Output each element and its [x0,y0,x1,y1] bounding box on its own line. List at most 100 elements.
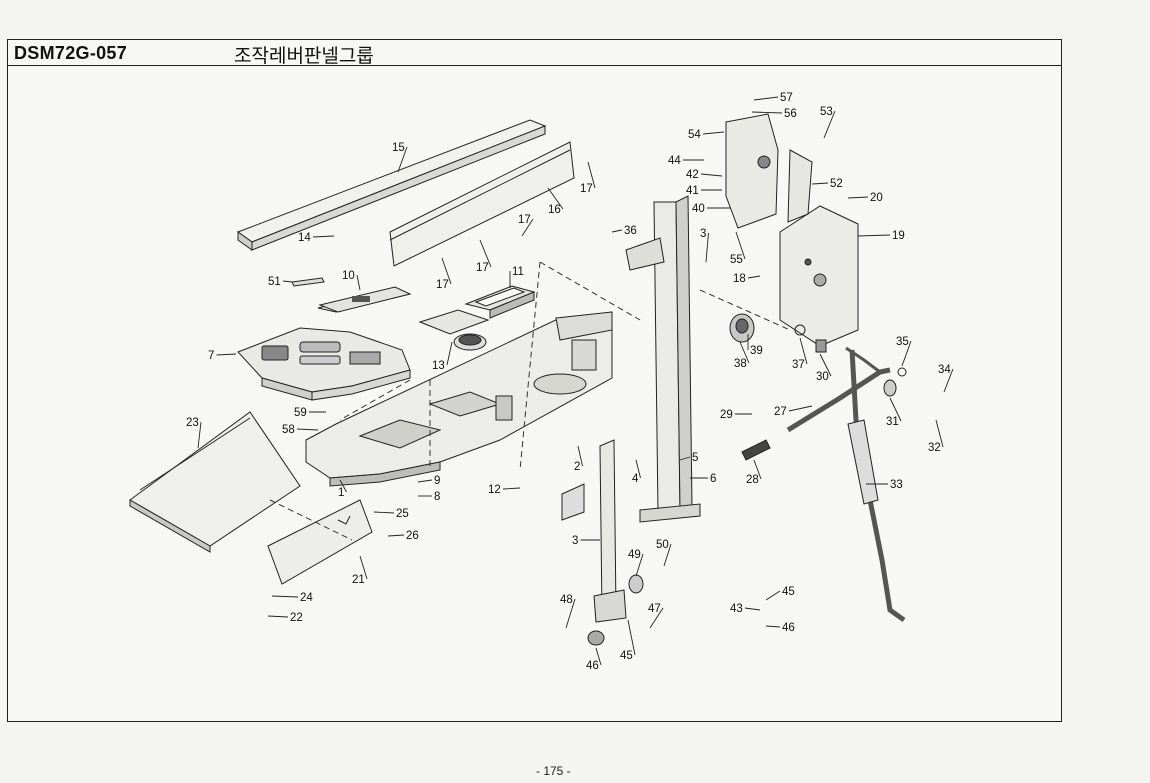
leader-line-c52 [811,182,829,185]
leader-line-c18 [747,275,761,279]
bracket-part-19 [779,205,859,347]
leader-line-c45a [765,590,781,601]
leader-line-c27 [788,405,813,412]
callout-label-c29: 29 [720,409,733,421]
callout-label-c18: 18 [733,273,746,285]
leader-line-c1 [339,479,347,493]
callout-label-c17c: 17 [476,262,489,274]
callout-label-c4: 4 [632,473,639,485]
leader-line-c20 [847,196,869,199]
callout-label-c12: 12 [488,484,501,496]
leader-line-c38 [739,341,750,364]
callout-label-c26: 26 [406,530,419,542]
leader-line-c14 [312,235,335,238]
callout-label-c51: 51 [268,276,281,288]
callout-label-c20: 20 [870,192,883,204]
callout-label-c45a: 45 [782,586,795,598]
callout-label-c17b: 17 [518,214,531,226]
ring-part-37 [794,324,806,336]
leader-line-c36 [611,229,623,233]
leader-line-c16 [547,187,564,210]
leader-line-c50 [663,543,672,567]
main-frame-part-1 [305,311,613,487]
callout-label-c27: 27 [774,406,787,418]
callout-label-c13: 13 [432,360,445,372]
washer-part-31 [883,379,897,397]
callout-label-c22: 22 [290,612,303,624]
callout-label-c28: 28 [746,474,759,486]
leader-line-c21 [359,555,368,580]
leader-line-c17c [479,239,492,268]
callout-label-c43: 43 [730,603,743,615]
callout-label-c38: 38 [734,358,747,370]
leader-line-c51 [282,280,293,283]
callout-label-c56: 56 [784,108,797,120]
washer-part-49 [628,574,644,594]
callout-label-c14: 14 [298,232,311,244]
plate-part-52 [787,149,813,223]
callout-label-c46a: 46 [782,622,795,634]
callout-label-c33: 33 [890,479,903,491]
callout-label-c21: 21 [352,574,365,586]
leader-line-c19 [857,234,891,237]
bushing-part-38 [729,313,755,343]
callout-label-c37: 37 [792,359,805,371]
callout-label-c46b: 46 [586,660,599,672]
handle-part-28 [741,439,771,461]
callout-label-c7: 7 [208,350,214,362]
callout-label-c41: 41 [686,185,699,197]
leader-line-c34 [943,368,954,393]
rail-part-14 [236,119,547,251]
leader-line-c48 [565,598,576,629]
leader-line-c35 [901,340,912,367]
leader-line-c15 [397,146,408,173]
leader-line-c31 [889,397,902,422]
callout-label-c42: 42 [686,169,699,181]
column-part-5 [625,195,701,523]
leader-line-c10 [356,274,361,291]
leader-line-c5 [679,456,691,461]
leader-line-c32 [935,419,944,448]
leader-line-c43 [744,607,761,611]
callout-label-c19: 19 [892,230,905,242]
callout-label-c6: 6 [710,473,716,485]
leader-line-c3a [705,232,709,263]
bracket-part-54 [725,113,779,229]
callout-label-c3a: 3 [700,228,706,240]
callout-label-c3b: 3 [572,535,578,547]
leader-line-c57 [753,96,779,101]
leader-line-c17d [441,257,452,285]
leader-line-c28 [753,459,762,480]
callout-label-c1: 1 [338,487,344,499]
leader-line-c30 [819,353,832,377]
callout-label-c39: 39 [750,345,763,357]
leader-line-c46a [765,625,781,628]
leader-line-c22 [267,615,289,618]
callout-label-c45b: 45 [620,650,633,662]
leader-line-c25 [373,511,395,514]
cup-holder-part-13 [418,309,490,351]
callout-label-c40: 40 [692,203,705,215]
strip-part-51 [291,277,325,287]
leader-line-c2 [577,445,583,467]
leader-line-c4 [635,459,641,479]
callout-label-c53: 53 [820,106,833,118]
floor-plate-part-23 [129,411,301,553]
callout-label-c54: 54 [688,129,701,141]
callout-label-c49: 49 [628,549,641,561]
leader-line-c12 [502,487,521,490]
callout-label-c34: 34 [938,364,951,376]
assembly-lines [269,261,791,541]
plate-part-16 [389,141,575,267]
callout-label-c24: 24 [300,592,313,604]
callout-label-c48: 48 [560,594,573,606]
leader-line-c47 [649,607,664,629]
page-number: - 175 - [536,764,571,778]
leader-line-c55 [735,231,746,260]
leader-line-c54 [702,131,725,135]
leader-line-c45b [627,619,636,656]
part-group-title: 조작레버판넬그룹 [234,45,374,67]
callout-label-c50: 50 [656,539,669,551]
callout-label-c32: 32 [928,442,941,454]
